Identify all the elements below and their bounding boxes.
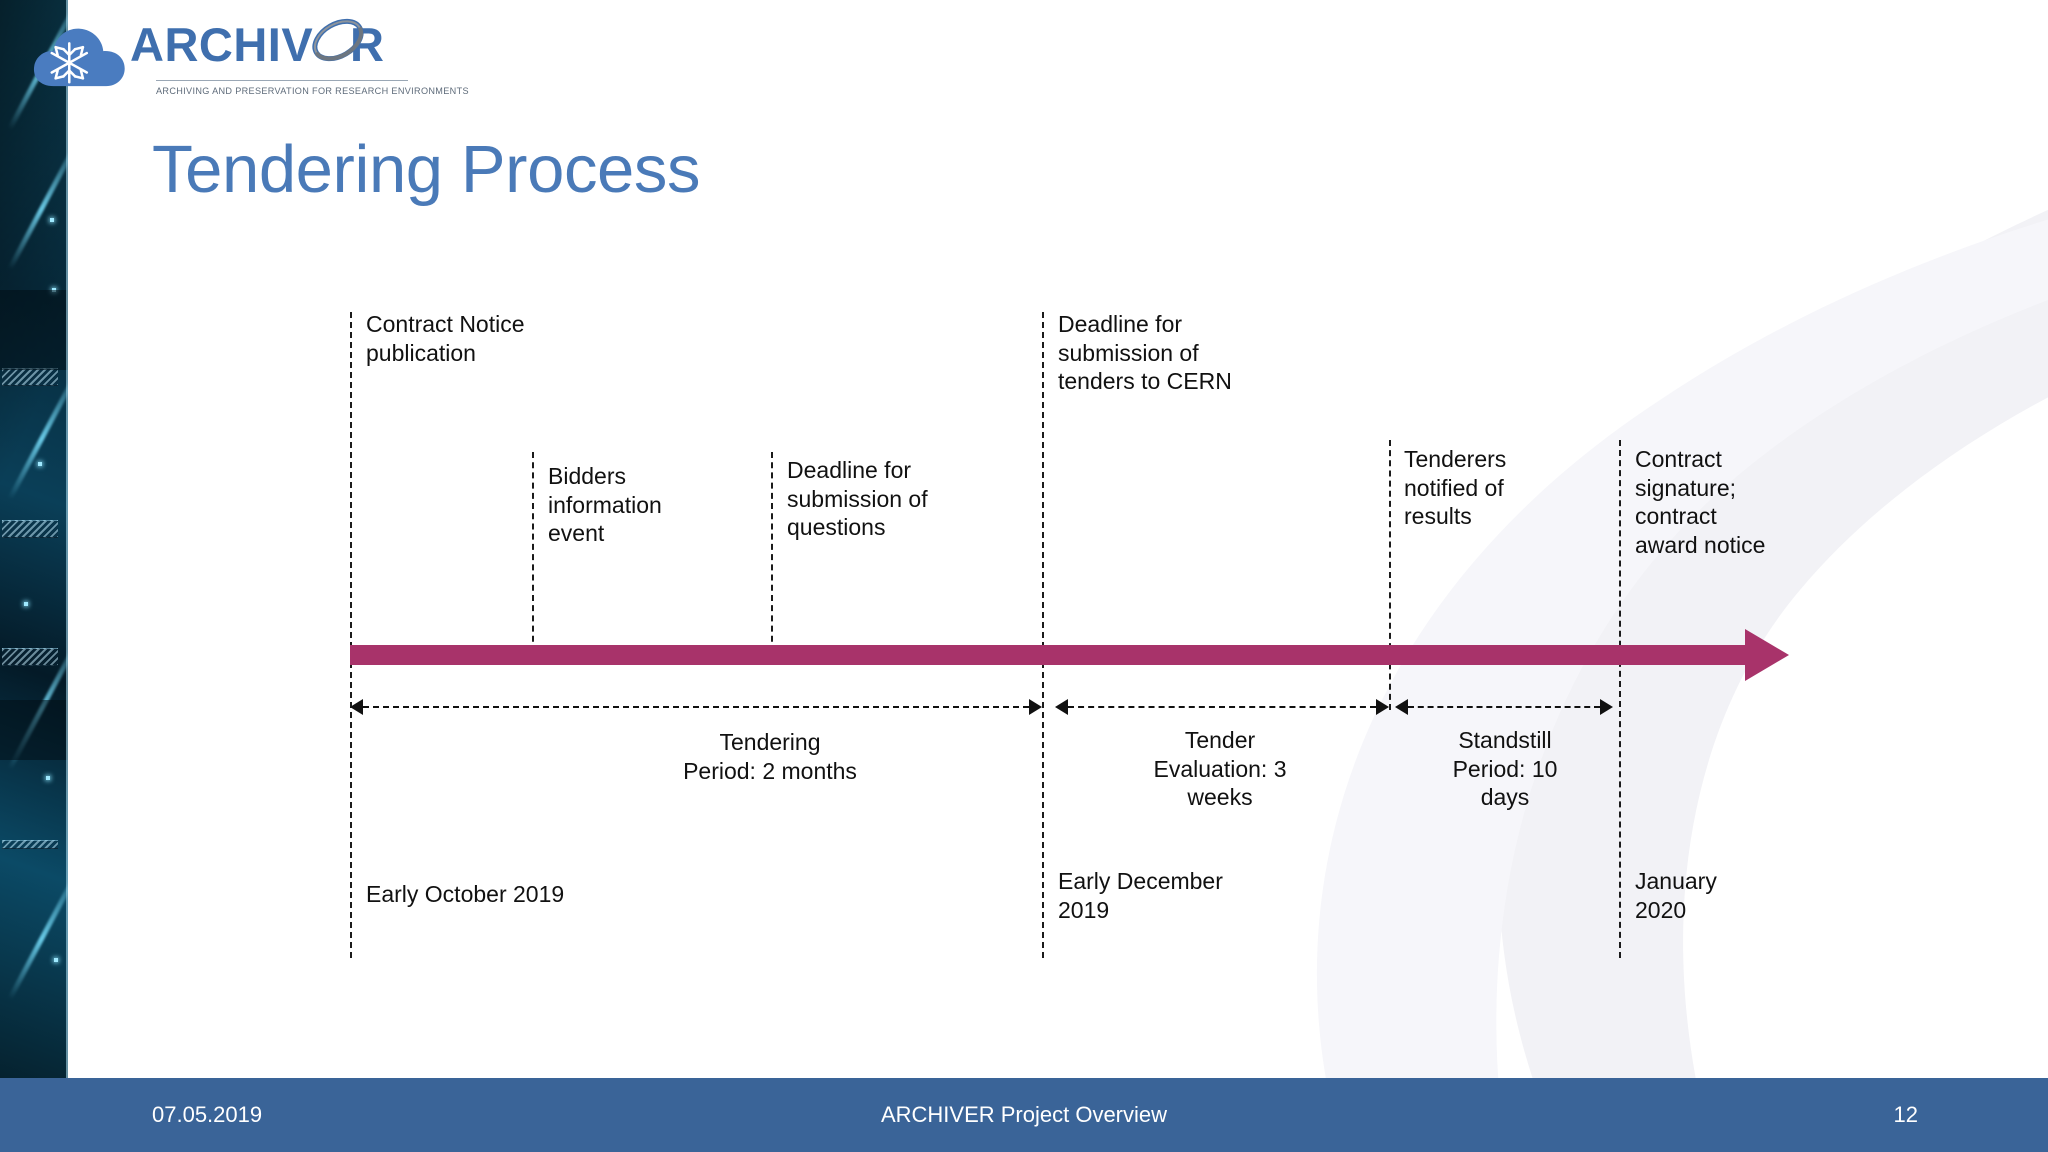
left-photo-strip [0,0,68,1078]
guide-tenderers-notified [1389,440,1391,710]
page-title: Tendering Process [152,132,701,207]
footer-date: 07.05.2019 [152,1102,263,1127]
measure-arrow-left-tendering [350,699,363,715]
measure-arrow-left-standstill [1395,699,1408,715]
footer-page-number: 12 [1893,1102,1918,1127]
cloud-snowflake-icon [33,28,125,87]
measure-arrow-left-evaluation [1055,699,1068,715]
measure-line-evaluation [1068,706,1376,708]
measure-line-tendering [363,706,1029,708]
guide-tenders-deadline [1042,312,1044,958]
guide-questions-deadline [771,452,773,652]
guide-bidders-event [532,452,534,652]
measure-line-standstill [1408,706,1600,708]
logo-divider-rule [156,80,408,81]
svg-text:ARCHIV: ARCHIV [130,18,313,71]
timeline-arrow-head [1745,629,1789,681]
timeline-arrow-bar [350,645,1745,665]
background-swoosh-decoration [1316,209,2048,1100]
logo-tagline: ARCHIVING AND PRESERVATION FOR RESEARCH … [156,86,469,97]
archiver-wordmark: ARCHIV R [130,18,384,71]
measure-arrow-right-tendering [1029,699,1042,715]
measure-arrow-right-evaluation [1376,699,1389,715]
slide-footer: 07.05.2019 ARCHIVER Project Overview 12 [0,1078,2048,1152]
archiver-logo: ARCHIV R ARCHIVING AND PRESERVATION FOR … [30,8,469,100]
measure-arrow-right-standstill [1600,699,1613,715]
date-label-start: Early October 2019 [366,881,565,907]
guide-contract-signature [1619,440,1621,958]
guide-contract-notice [350,312,352,958]
footer-title: ARCHIVER Project Overview [880,1102,1168,1127]
